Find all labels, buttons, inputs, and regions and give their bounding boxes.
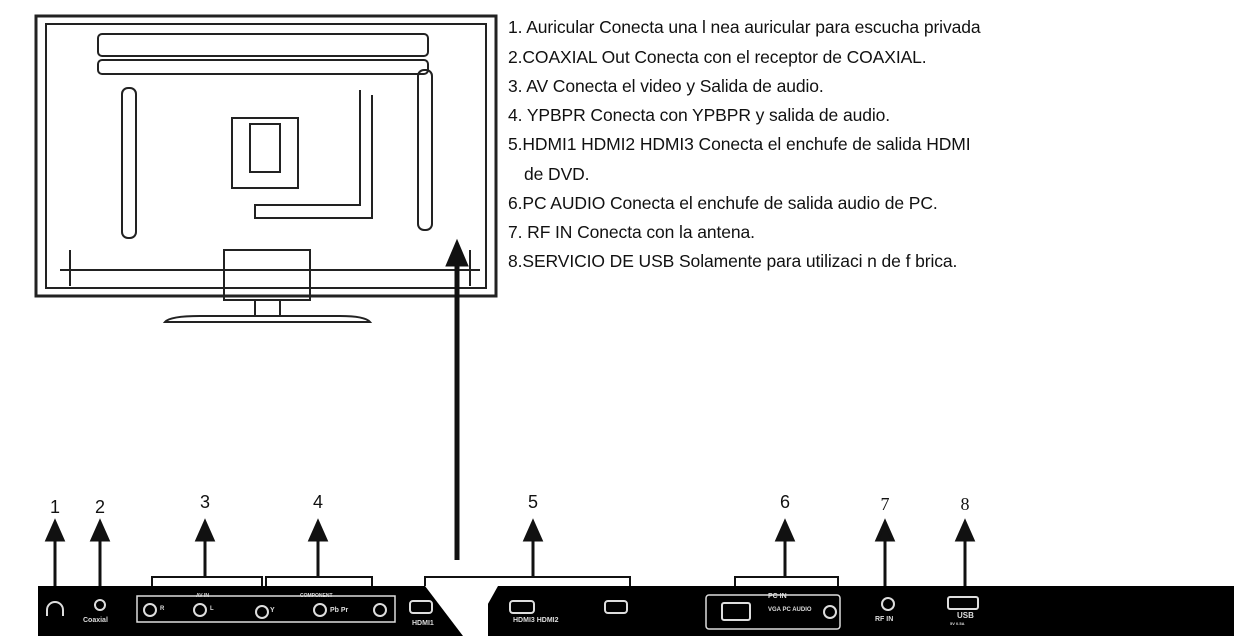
description-4: 4. YPBPR Conecta con YPBPR y salida de a… xyxy=(508,105,891,125)
description-7: 7. RF IN Conecta con la antena. xyxy=(508,222,755,242)
hdmi1-label: HDMI1 xyxy=(412,620,434,627)
description-2: 2.COAXIAL Out Conecta con el receptor de… xyxy=(508,47,927,67)
hdmi3-hdmi2-label: HDMI3 HDMI2 xyxy=(513,617,559,624)
connector-panel xyxy=(38,586,1234,636)
y-label: Y xyxy=(270,607,275,614)
headphone-icon xyxy=(46,601,64,616)
description-5-cont: de DVD. xyxy=(524,164,590,184)
callout-2: 2 xyxy=(94,497,106,517)
pc-in-label: PC IN xyxy=(768,593,787,600)
callout-1: 1 xyxy=(49,497,61,517)
usb-rating-label: 5V 0.5A xyxy=(950,621,965,626)
rf-in-label: RF IN xyxy=(875,616,894,623)
description-3: 3. AV Conecta el video y Salida de audio… xyxy=(508,76,824,96)
description-5: 5.HDMI1 HDMI2 HDMI3 Conecta el enchufe d… xyxy=(508,134,971,154)
vga-pc-audio-label: VGA PC AUDIO xyxy=(768,607,812,613)
description-8: 8.SERVICIO DE USB Solamente para utiliza… xyxy=(508,251,958,271)
tv-back-illustration xyxy=(34,14,498,323)
description-1: 1. Auricular Conecta una l nea auricular… xyxy=(508,17,981,37)
usb-label: USB xyxy=(957,611,974,620)
hdmi-arrow xyxy=(445,238,469,560)
callout-4: 4 xyxy=(312,492,324,512)
callout-3: 3 xyxy=(199,492,211,512)
description-6: 6.PC AUDIO Conecta el enchufe de salida … xyxy=(508,193,938,213)
coaxial-label: Coaxial xyxy=(83,617,108,624)
group-brackets xyxy=(151,576,839,588)
callout-8: 8 xyxy=(960,494,970,514)
callout-7: 7 xyxy=(880,494,890,514)
av-in-label: AV IN xyxy=(196,593,209,599)
component-label: COMPONENT xyxy=(300,593,333,599)
callout-arrows xyxy=(44,518,976,596)
r-label: R xyxy=(160,606,165,612)
callout-5: 5 xyxy=(527,492,539,512)
pb-pr-label: Pb Pr xyxy=(330,607,349,614)
callout-6: 6 xyxy=(779,492,791,512)
l-label: L xyxy=(210,606,214,612)
